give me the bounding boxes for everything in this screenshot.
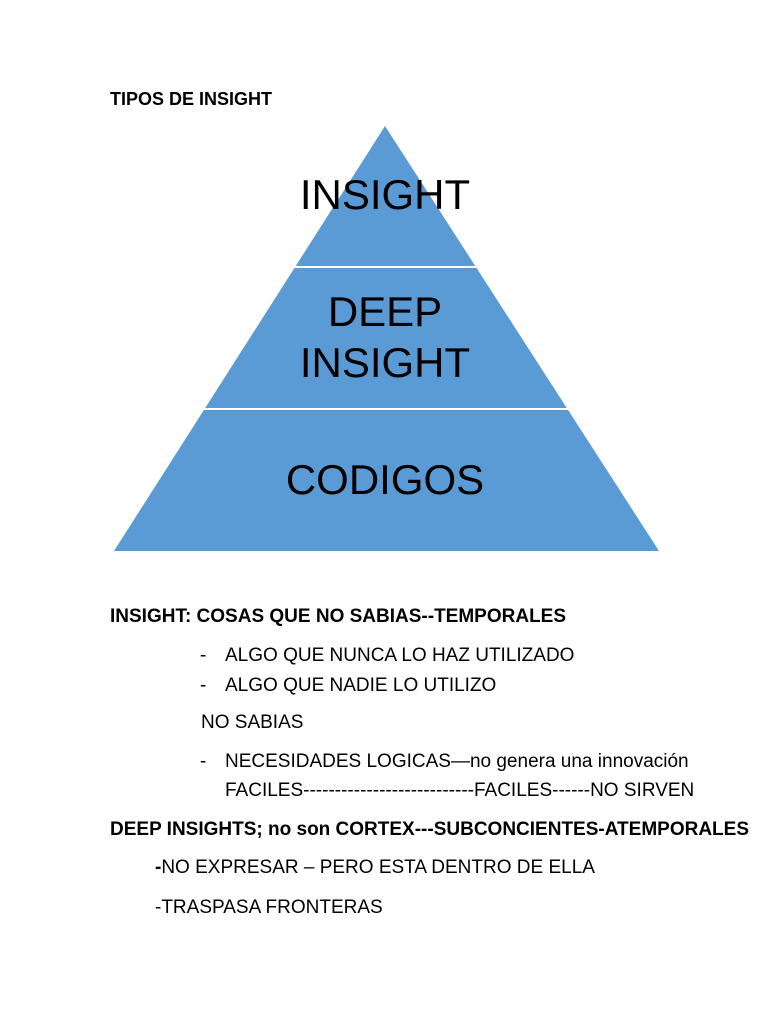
deep-insights-heading: DEEP INSIGHTS; no son CORTEX---SUBCONCIE… bbox=[110, 819, 749, 840]
deep-item-1-text: NO EXPRESAR – PERO ESTA DENTRO DE ELLA bbox=[161, 857, 595, 878]
pyramid-level-deep-label-2: INSIGHT bbox=[300, 339, 470, 386]
pyramid-level-deep-label: DEEP bbox=[328, 288, 442, 335]
deep-item-1-marker: - bbox=[155, 857, 162, 878]
faciles-line: FACILES---------------------------FACILE… bbox=[225, 780, 695, 801]
pyramid-level-insight-label: INSIGHT bbox=[300, 171, 470, 218]
page-heading: TIPOS DE INSIGHT bbox=[110, 89, 273, 109]
no-sabias-label: NO SABIAS bbox=[201, 712, 304, 733]
insight-bullet-2: ALGO QUE NADIE LO UTILIZO bbox=[225, 675, 497, 696]
insight-bullet-1: ALGO QUE NUNCA LO HAZ UTILIZADO bbox=[225, 645, 575, 666]
pyramid-level-codigos-label: CODIGOS bbox=[286, 456, 484, 503]
bullet-marker: - bbox=[200, 751, 207, 772]
bullet-marker: - bbox=[200, 645, 207, 666]
pyramid-shape bbox=[114, 126, 659, 551]
necesidades-line: NECESIDADES LOGICAS—no genera una innova… bbox=[225, 751, 689, 772]
deep-item-1: -NO EXPRESAR – PERO ESTA DENTRO DE ELLA bbox=[155, 857, 595, 879]
deep-item-2: -TRASPASA FRONTERAS bbox=[155, 897, 383, 918]
insight-heading: INSIGHT: COSAS QUE NO SABIAS--TEMPORALES bbox=[110, 606, 567, 627]
bullet-marker: - bbox=[200, 675, 207, 696]
